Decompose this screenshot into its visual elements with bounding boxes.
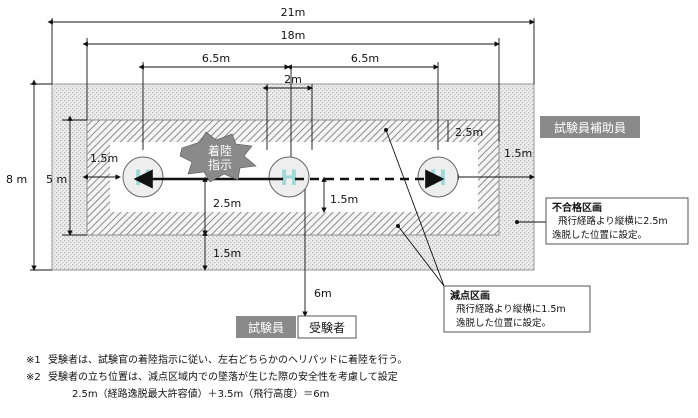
dim-inner-width: 18m — [281, 29, 306, 42]
note-1-mark: ※1 — [26, 355, 41, 366]
dim-fail-zone-width: 2.5m — [455, 126, 483, 139]
svg-text:指示: 指示 — [208, 157, 232, 172]
fail-zone-line2: 逸脱した位置に設定。 — [552, 229, 647, 241]
dim-left-span: 6.5m — [202, 52, 230, 65]
note-1-text: 受験者は、試験官の着陸指示に従い、左右どちらかのヘリパッドに着陸を行う。 — [48, 355, 408, 366]
fail-zone-box — [545, 197, 689, 245]
dim-inner-height: 5 m — [46, 173, 67, 186]
fail-zone-line1: 飛行経路より縦横に2.5m — [558, 215, 668, 227]
fail-zone-title: 不合格区画 — [552, 201, 602, 214]
svg-text:着陸: 着陸 — [208, 143, 232, 158]
deduction-zone-line1: 飛行経路より縦横に1.5m — [456, 303, 566, 315]
examiner-label: 試験員 — [248, 320, 284, 335]
notes: ※1 受験者は、試験官の着陸指示に従い、左右どちらかのヘリパッドに着陸を行う。 ※… — [26, 352, 686, 403]
dim-pad-offset-right: 1.5m — [504, 147, 532, 160]
assistant-label-box — [540, 116, 640, 138]
dim-total-height: 8 m — [6, 173, 27, 186]
dim-path-offset-down: 1.5m — [330, 193, 358, 206]
helipad-center: H — [268, 156, 310, 198]
landing-instruction-badge: 着陸 指示 — [179, 131, 257, 183]
note-1: ※1 受験者は、試験官の着陸指示に従い、左右どちらかのヘリパッドに着陸を行う。 — [26, 352, 686, 369]
deduction-zone-title: 減点区画 — [450, 289, 490, 302]
deduction-zone-line2: 逸脱した位置に設定。 — [456, 317, 551, 329]
assistant-label: 試験員補助員 — [554, 120, 626, 135]
deduction-zone-box — [443, 285, 591, 333]
dim-total-width: 21m — [281, 6, 306, 19]
dim-pad-offset-left: 1.5m — [90, 152, 118, 165]
examinee-label: 受験者 — [309, 320, 345, 335]
dim-path-offset: 2.5m — [213, 197, 241, 210]
note-3-text: 2.5m（経路逸脱最大許容値）＋3.5m（飛行高度）＝6m — [72, 389, 330, 400]
helipad-left: H — [122, 156, 164, 198]
dim-bottom-margin: 1.5m — [213, 247, 241, 260]
deduction-zone-leaders — [385, 129, 445, 287]
svg-text:H: H — [280, 166, 298, 190]
dimension-lines — [30, 18, 535, 317]
helipad-right: H — [417, 156, 459, 198]
dim-right-span: 6.5m — [351, 52, 379, 65]
examinee-label-box — [297, 315, 357, 339]
note-2-mark: ※2 — [26, 372, 41, 383]
dim-examinee-distance: 6m — [314, 287, 332, 300]
note-2: ※2 受験者の立ち位置は、減点区域内での墜落が生じた際の安全性を考慮して設定 — [26, 369, 686, 386]
note-3: 2.5m（経路逸脱最大許容値）＋3.5m（飛行高度）＝6m — [26, 386, 686, 403]
dim-pad-spacing: 2m — [284, 73, 302, 86]
note-2-text: 受験者の立ち位置は、減点区域内での墜落が生じた際の安全性を考慮して設定 — [48, 372, 398, 383]
examiner-label-box — [236, 316, 296, 338]
